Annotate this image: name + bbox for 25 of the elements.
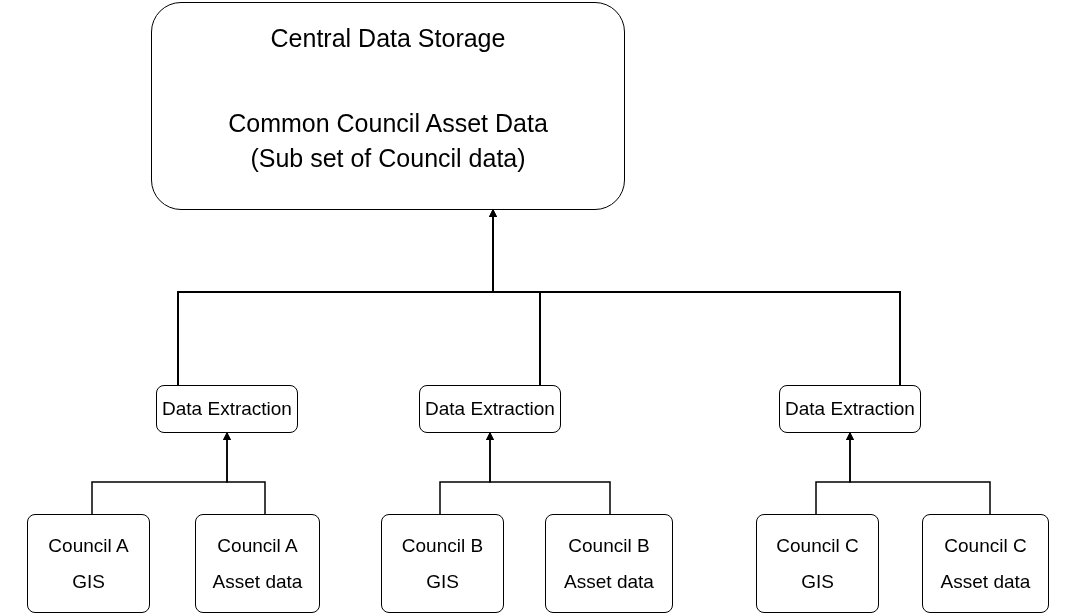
source-box — [27, 514, 150, 613]
source-box — [756, 514, 879, 613]
storage-box — [151, 2, 625, 210]
box-text: Council C Asset data — [939, 533, 1032, 594]
source-box — [922, 514, 1049, 613]
process-box — [779, 385, 921, 433]
connector-arrow — [486, 432, 611, 515]
box-title: Central Data Storage — [270, 23, 506, 54]
box-text: Common Council Asset Data (Sub set of Council data) — [227, 108, 549, 174]
process-box — [419, 385, 561, 433]
connector-arrow — [223, 432, 266, 515]
box-text: Council C GIS — [775, 533, 860, 594]
box-text: Council A Asset data — [211, 533, 304, 594]
source-box — [545, 514, 673, 613]
box-text: Data Extraction — [425, 397, 555, 421]
connector-arrow — [489, 209, 901, 386]
source-box — [381, 514, 504, 613]
box-text: Council B GIS — [400, 533, 485, 594]
process-box — [156, 385, 298, 433]
box-text: Data Extraction — [162, 397, 292, 421]
source-box — [195, 514, 320, 613]
box-text: Council B Asset data — [563, 533, 655, 594]
box-text: Council A GIS — [47, 533, 130, 594]
box-text: Data Extraction — [785, 397, 915, 421]
connector-arrow — [846, 432, 991, 515]
